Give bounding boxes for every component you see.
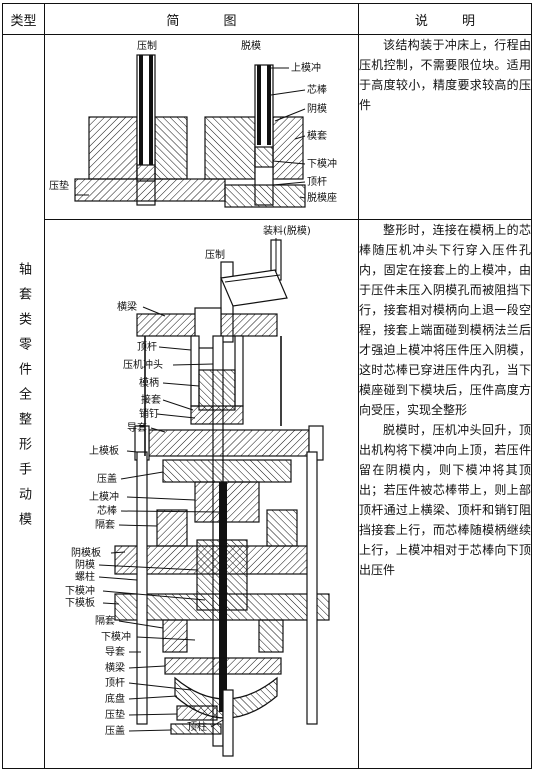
label-crossbeam2: 横梁	[105, 661, 125, 674]
diagram-cell-1: 压制 脱模 上模冲 芯棒 阴模 模套 下模冲 顶杆 脱模座 压垫	[44, 34, 359, 220]
right-die-sleeve-right	[272, 116, 304, 180]
right-die-sleeve	[204, 116, 256, 180]
label-sleeve: 接套	[141, 393, 161, 406]
header-diagram: 简 图	[44, 3, 359, 35]
label-press-cap2: 压盖	[105, 724, 125, 737]
description-1: 该结构装于冲床上，行程由压机控制，不需要限位块。适用于高度较小，精度要求较高的压…	[359, 38, 531, 112]
diagram-1: 压制 脱模 上模冲 芯棒 阴模 模套 下模冲 顶杆 脱模座 压垫	[49, 39, 337, 208]
label-die-sleeve: 模套	[307, 129, 327, 142]
bolt-right	[306, 451, 318, 725]
label-ejector-rod: 顶杆	[137, 341, 157, 353]
press-cap-bottom	[170, 723, 222, 735]
description-cell-2: 整形时，连接在模柄上的芯棒随压机冲头下行穿入压件孔内，固定在接套上的上模冲，由于…	[358, 219, 532, 769]
label-lower-punch: 下模冲	[65, 584, 95, 597]
label-female-die: 阴模	[75, 559, 95, 571]
left-core-rod-a	[139, 55, 143, 165]
label-core-rod: 芯棒	[97, 504, 117, 517]
category-cell: 轴套类零件全整形手动模	[2, 34, 45, 769]
label-press-cap: 压盖	[97, 472, 117, 485]
diagram-2: 装料(脱模) 压制	[65, 224, 330, 757]
header-explain: 说 明	[358, 3, 532, 35]
description-2-p2: 脱模时，压机冲头回升，顶出机构将下模冲向上顶，若压件留在阴模内，则下模冲将其顶出…	[359, 423, 531, 577]
spacer-left	[156, 509, 188, 547]
upper-die-plate	[148, 429, 310, 457]
label-feed: 装料(脱模)	[263, 224, 311, 237]
lower-spacer-right	[258, 619, 284, 653]
right-core-rod-b	[267, 65, 271, 145]
label-female-plate: 阴模板	[71, 546, 101, 559]
label-press-pad: 压垫	[49, 179, 69, 192]
header-type: 类型	[2, 3, 45, 35]
right-compact	[254, 146, 274, 168]
label-press-ram: 压机冲头	[123, 358, 163, 371]
process-table: 类型 简 图 说 明 轴套类零件全整形手动模	[2, 3, 532, 769]
label-base-plate: 底盘	[105, 692, 125, 705]
right-ejector-rod	[234, 335, 244, 407]
press-pad-block	[176, 705, 218, 721]
left-ejector-rod	[190, 335, 200, 407]
lower-spacer-left	[162, 619, 188, 653]
right-core-rod-a	[257, 65, 261, 145]
die-shank	[198, 369, 236, 411]
label-eject: 脱模	[241, 39, 261, 52]
lower-die-plate	[114, 593, 330, 621]
label-press2: 压制	[205, 248, 225, 261]
label-guide-sleeve2: 导套	[105, 645, 125, 658]
label-die-shank: 模柄	[139, 376, 159, 389]
description-cell-1: 该结构装于冲床上，行程由压机控制，不需要限位块。适用于高度较小，精度要求较高的压…	[358, 34, 532, 220]
lower-crossbeam	[164, 657, 282, 675]
category-label: 轴套类零件全整形手动模	[16, 262, 31, 537]
label-ejector-rod: 顶杆	[307, 176, 327, 188]
label-core-rod: 芯棒	[307, 83, 327, 96]
label-spacer: 隔套	[95, 518, 115, 531]
label-press-pad: 压垫	[105, 708, 125, 721]
label-lower-punch2: 下模冲	[101, 630, 131, 643]
label-press: 压制	[137, 39, 157, 52]
crossbeam-top	[220, 269, 288, 307]
label-crossbeam: 横梁	[117, 300, 137, 313]
label-ejector-rod2: 顶杆	[105, 677, 125, 689]
label-female-die: 阴模	[307, 103, 327, 115]
label-upper-plate: 上模板	[89, 444, 119, 457]
press-pad-plate	[74, 178, 226, 202]
label-upper-punch: 上模冲	[89, 490, 119, 503]
sleeve-block	[190, 405, 244, 425]
eject-seat-plate	[224, 184, 306, 208]
label-eject-seat: 脱模座	[307, 191, 337, 204]
label-pin: 销钉	[139, 407, 159, 420]
press-cap	[162, 459, 292, 483]
spacer-right	[266, 509, 298, 547]
left-die-sleeve-right	[154, 116, 188, 180]
label-guide-sleeve: 导套	[127, 421, 147, 434]
label-lower-punch: 下模冲	[307, 157, 337, 170]
left-core-rod-b	[149, 55, 153, 165]
left-die-sleeve	[88, 116, 138, 180]
label-upper-punch: 上模冲	[291, 61, 321, 74]
description-2-p1: 整形时，连接在模柄上的芯棒随压机冲头下行穿入压件孔内，固定在接套上的上模冲，由于…	[359, 223, 531, 417]
bolt-left	[136, 451, 148, 725]
top-column	[222, 689, 234, 757]
label-spacer2: 隔套	[95, 614, 115, 627]
label-top-column: 顶柱	[187, 720, 207, 733]
label-bolt-col: 螺柱	[75, 570, 95, 583]
label-lower-plate: 下模板	[65, 596, 95, 609]
diagram-cell-2: 装料(脱模) 压制	[44, 219, 359, 769]
